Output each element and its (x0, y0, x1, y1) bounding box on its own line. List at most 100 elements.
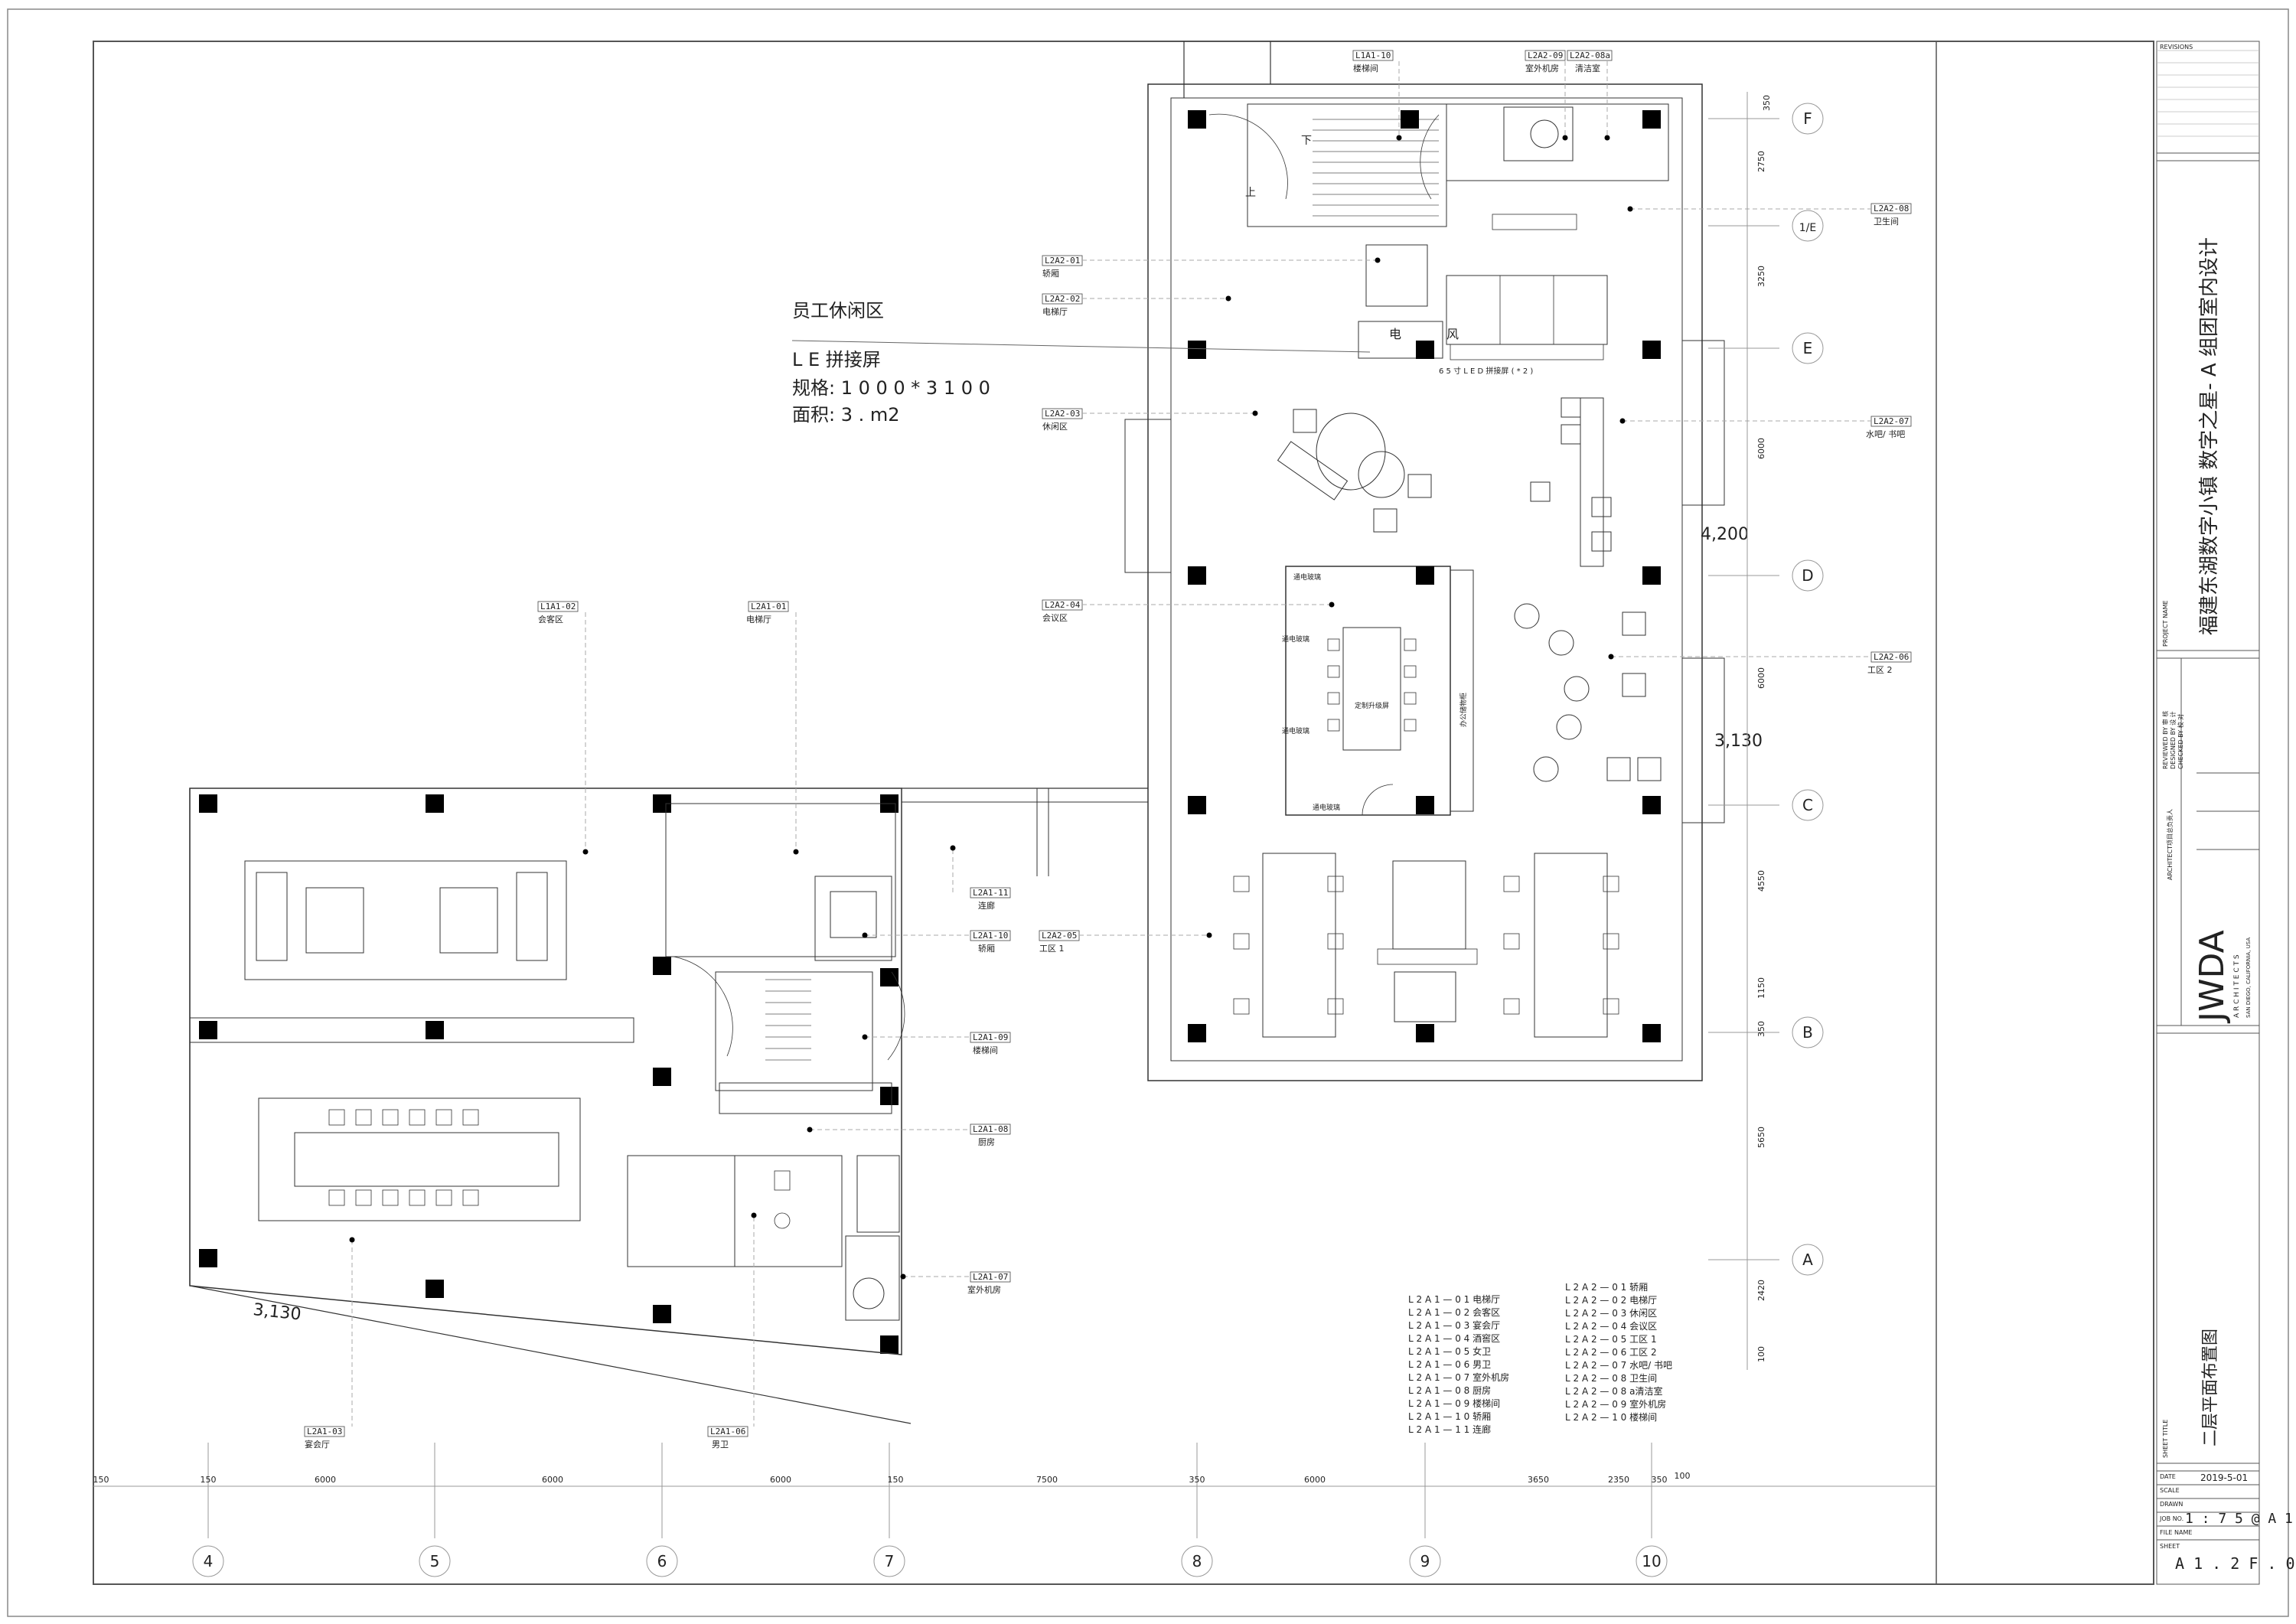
callout-room: 水吧/ 书吧 (1866, 429, 1905, 439)
table-label: 定制升级屏 (1355, 701, 1389, 710)
col-dim: 150 (888, 1475, 904, 1485)
sheet-number: A 1 . 2 F . 0 4 (2175, 1554, 2296, 1573)
led-annotation: 员工休闲区 L E 拼接屏 规格: 1 0 0 0 * 3 1 0 0 面积: … (791, 300, 1533, 426)
row-dim: 2750 (1756, 151, 1766, 172)
callout-code: L2A2-07 (1874, 416, 1909, 426)
column-grid-axis (93, 1443, 1936, 1577)
dimension-4200: 4,200 (1701, 525, 1749, 544)
revisions-label: REVISIONS (2160, 44, 2193, 51)
callout-room: 卫生间 (1874, 216, 1899, 227)
col-dim: 3650 (1528, 1475, 1549, 1485)
row-dim: 3250 (1756, 266, 1766, 287)
col-dim: 7500 (1036, 1475, 1058, 1485)
legend-entry: L 2 A 1 — 1 0 轿厢 (1408, 1410, 1491, 1422)
callout-2: L2A2-08a 清洁室 (1567, 50, 1613, 138)
grid-row-label: B (1802, 1023, 1813, 1042)
grid-row-label: D (1802, 566, 1813, 585)
legend-entry: L 2 A 2 — 0 3 休闲区 (1565, 1308, 1657, 1319)
grid-row-label: A (1802, 1251, 1813, 1269)
callout-code: L2A1-03 (307, 1427, 342, 1436)
annotation-line1: L E 拼接屏 (792, 349, 881, 370)
callout-17: L2A1-07 室外机房 (903, 1271, 1011, 1295)
callout-code: L1A1-10 (1355, 51, 1391, 60)
col-dim: 350 (1652, 1475, 1668, 1485)
callout-code: L2A1-07 (973, 1272, 1008, 1282)
callout-13: L2A1-10 轿厢 (865, 930, 1011, 954)
row-dim: 350 (1762, 95, 1772, 111)
callout-room: 清洁室 (1575, 63, 1600, 73)
callout-5: L2A2-02 电梯厅 (1042, 293, 1228, 317)
legend-entry: L 2 A 1 — 0 2 会客区 (1408, 1306, 1500, 1318)
grid-row-label: F (1803, 109, 1812, 128)
callout-0: L1A1-10 楼梯间 (1352, 50, 1400, 138)
grid-col-label: 6 (657, 1552, 667, 1570)
file-name-label: FILE NAME (2160, 1529, 2192, 1536)
grid-col-label: 8 (1192, 1552, 1202, 1570)
legend-entry: L 2 A 2 — 0 4 会议区 (1565, 1321, 1657, 1332)
callout-room: 男卫 (712, 1440, 729, 1450)
callout-code: L2A2-06 (1874, 652, 1909, 662)
led-screen-label: 6 5 寸 L E D 拼接屏 ( * 2 ) (1439, 366, 1533, 376)
legend-entry: L 2 A 1 — 0 4 酒窖区 (1408, 1332, 1500, 1344)
designed-by: DESIGNED BY 设 计 (2169, 711, 2177, 769)
drawing-frame (93, 41, 2154, 1585)
outer-border (7, 8, 2289, 1617)
dimension-3130-left: 3,130 (252, 1300, 302, 1324)
drawn-label: DRAWN (2160, 1501, 2183, 1508)
wind-room-label: 风 (1446, 327, 1459, 341)
callout-14: L2A2-05 工区 1 (1039, 930, 1209, 954)
sheet-title: 二层平面布置图 (2201, 1329, 2220, 1446)
callout-code: L2A1-11 (973, 888, 1008, 898)
callout-room: 会议区 (1042, 613, 1068, 623)
callout-room: 会客区 (538, 614, 563, 624)
col-dim: 150 (201, 1475, 217, 1485)
room-legend-right: L 2 A 2 — 0 1 轿厢 L 2 A 2 — 0 2 电梯厅 L 2 A… (1565, 1281, 1672, 1423)
legend-entry: L 2 A 2 — 0 8 a清洁室 (1565, 1385, 1663, 1397)
callout-6: L2A2-03 休闲区 (1042, 408, 1255, 432)
column-grid-labels: 4 5 6 7 8 9 10 (204, 1552, 1662, 1570)
callout-room: 厨房 (978, 1137, 995, 1147)
col-dim: 6000 (542, 1475, 563, 1485)
left-building (189, 788, 1148, 1424)
callout-1: L2A2-09 室外机房 (1525, 50, 1566, 138)
structural-columns (199, 110, 1661, 1354)
glass-label-2: 通电玻璃 (1282, 634, 1309, 644)
annotation-line3: 面积: 3 . m2 (792, 404, 900, 426)
legend-entry: L 2 A 1 — 0 9 楼梯间 (1408, 1397, 1500, 1409)
callout-code: L2A1-08 (973, 1124, 1008, 1134)
sheet-title-label: SHEET TITLE (2162, 1420, 2169, 1458)
callout-room: 电梯厅 (746, 615, 771, 624)
legend-entry: L 2 A 1 — 0 5 女卫 (1408, 1345, 1491, 1357)
callout-room: 工区 1 (1039, 944, 1065, 954)
legend-entry: L 2 A 2 — 0 5 工区 1 (1565, 1334, 1657, 1345)
cabinet-label: 办公储物柜 (1459, 693, 1468, 727)
legend-entry: L 2 A 2 — 0 9 室外机房 (1565, 1398, 1666, 1410)
callout-code: L2A2-05 (1042, 931, 1077, 941)
grid-row-label: C (1802, 796, 1813, 814)
col-dim: 6000 (315, 1475, 336, 1485)
callout-code: L2A1-09 (973, 1032, 1008, 1042)
row-dim: 100 (1756, 1346, 1766, 1362)
callout-18: L2A1-03 宴会厅 (304, 1240, 353, 1450)
col-dim: 100 (1675, 1471, 1691, 1481)
grid-col-label: 7 (885, 1552, 895, 1570)
row-dim: 1150 (1756, 977, 1766, 999)
architect-cn: 项目总负责人 (2166, 809, 2174, 846)
legend-entry: L 2 A 2 — 1 0 楼梯间 (1565, 1411, 1657, 1423)
date-label: DATE (2160, 1473, 2176, 1480)
firm-sub: A R C H I T E C T S (2233, 954, 2241, 1018)
row-grid-axis (1708, 92, 1824, 1370)
row-dim: 6000 (1756, 438, 1766, 459)
callout-code: L2A2-08 (1874, 204, 1909, 214)
callout-room: 室外机房 (967, 1284, 1001, 1295)
row-dim: 6000 (1756, 667, 1766, 689)
room-markers (349, 135, 1633, 1280)
callout-8: L2A2-04 会议区 (1042, 599, 1332, 623)
legend-entry: L 2 A 1 — 0 1 电梯厅 (1408, 1294, 1500, 1305)
row-dim: 350 (1756, 1021, 1766, 1037)
callout-room: 楼梯间 (1353, 63, 1378, 73)
legend-entry: L 2 A 1 — 0 6 男卫 (1408, 1359, 1491, 1370)
callout-11: L2A1-01 电梯厅 (746, 601, 797, 850)
callout-10: L1A1-02 会客区 (537, 601, 586, 850)
